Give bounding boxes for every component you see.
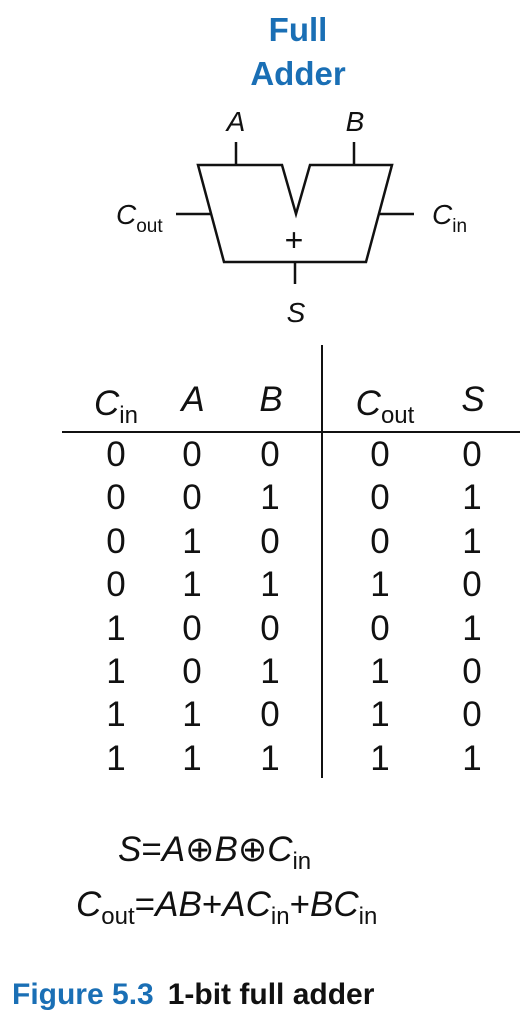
table-cell: 0: [462, 695, 482, 735]
table-cell: 0: [462, 435, 482, 474]
label-operator: +: [285, 222, 304, 258]
table-cell: 0: [260, 521, 280, 561]
equation-sum: S=A⊕B⊕Cin: [118, 830, 312, 875]
table-cell: 1: [260, 565, 280, 605]
table-cell: 1: [462, 521, 482, 561]
table-cell: 0: [106, 521, 126, 561]
figure-caption: Figure 5.3 1-bit full adder: [12, 978, 374, 1012]
header-cin: Cin: [94, 384, 138, 429]
table-cell: 0: [106, 565, 126, 605]
table-cell: 1: [370, 652, 390, 691]
table-cell: 1: [182, 738, 202, 778]
table-cell: 1: [106, 695, 126, 735]
table-cell: 0: [260, 435, 280, 474]
table-cell: 0: [462, 652, 482, 691]
table-cell: 1: [182, 565, 202, 605]
table-cell: 1: [370, 695, 390, 735]
label-a: A: [225, 106, 246, 137]
table-cell: 0: [260, 695, 280, 735]
title-line-2: Adder: [250, 55, 346, 92]
table-cell: 0: [182, 608, 202, 648]
table-cell: 0: [106, 478, 126, 518]
title-line-1: Full: [268, 11, 328, 48]
label-cin: Cin: [432, 199, 467, 237]
table-cell: 1: [370, 565, 390, 605]
table-cell: 0: [182, 652, 202, 691]
table-cell: 1: [260, 478, 280, 518]
table-cell: 1: [182, 695, 202, 735]
table-cell: 0: [260, 608, 280, 648]
table-cell: 0: [106, 435, 126, 474]
table-cell: 1: [182, 521, 202, 561]
equation-carry: Cout=AB+ACin+BCin: [76, 885, 378, 930]
label-cout: Cout: [116, 199, 163, 237]
table-cell: 1: [106, 738, 126, 778]
table-cell: 1: [462, 608, 482, 648]
header-b: B: [259, 380, 283, 419]
figure-title: 1-bit full adder: [167, 978, 375, 1011]
table-cell: 1: [260, 738, 280, 778]
label-b: B: [346, 106, 365, 137]
header-cout: Cout: [355, 384, 415, 429]
table-cell: 0: [370, 478, 390, 518]
table-cell: 0: [370, 608, 390, 648]
table-cell: 1: [106, 652, 126, 691]
header-a: A: [181, 380, 205, 419]
table-cell: 0: [182, 478, 202, 518]
header-s: S: [461, 380, 485, 419]
table-cell: 0: [462, 565, 482, 605]
table-cell: 0: [370, 435, 390, 474]
table-cell: 1: [106, 608, 126, 648]
table-cell: 0: [370, 521, 390, 561]
table-cell: 1: [462, 478, 482, 518]
adder-body: [196, 163, 394, 264]
table-cell: 1: [462, 738, 482, 778]
table-cell: 1: [260, 652, 280, 691]
figure-number: Figure 5.3: [12, 978, 154, 1011]
label-s: S: [287, 297, 306, 328]
table-cell: 1: [370, 738, 390, 778]
table-cell: 0: [182, 435, 202, 474]
